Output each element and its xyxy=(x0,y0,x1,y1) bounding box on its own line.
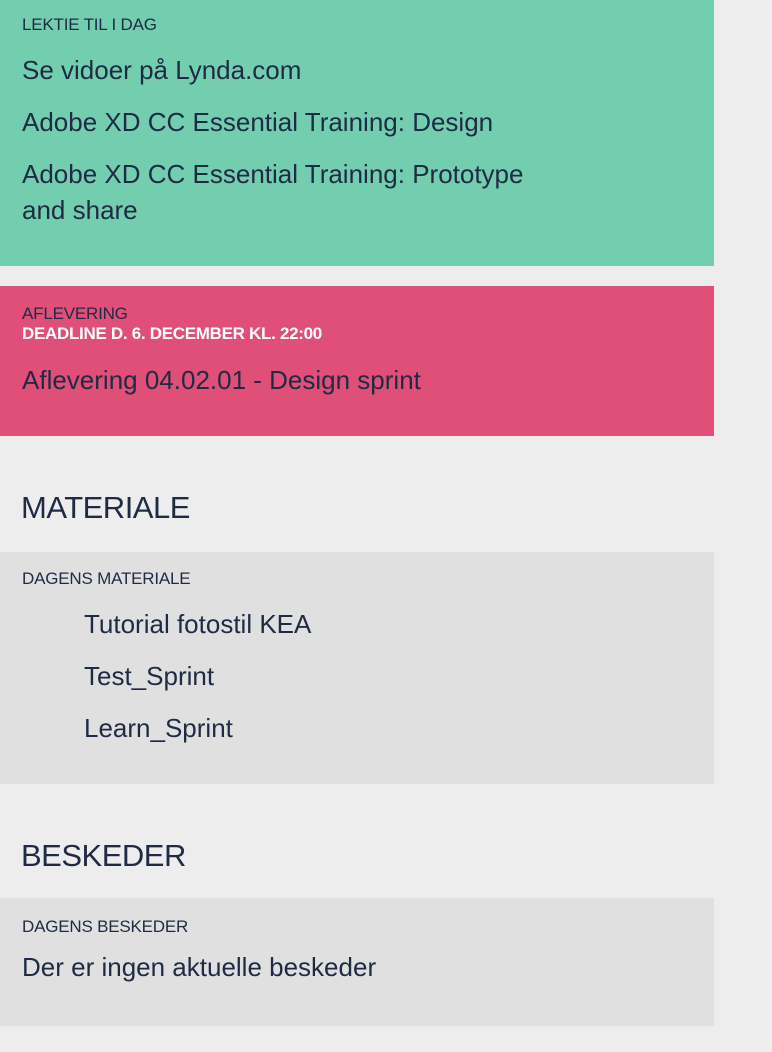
material-item-test-sprint[interactable]: Test_Sprint xyxy=(84,661,215,691)
homework-label: LEKTIE TIL I DAG xyxy=(22,15,157,34)
material-item-fotostil[interactable]: Tutorial fotostil KEA xyxy=(84,609,312,639)
material-item-learn-sprint[interactable]: Learn_Sprint xyxy=(84,713,233,743)
assignment-label: AFLEVERING xyxy=(22,304,128,323)
material-card: DAGENS MATERIALE Tutorial fotostil KEA T… xyxy=(0,552,714,784)
assignment-deadline: DEADLINE D. 6. DECEMBER KL. 22:00 xyxy=(22,324,322,343)
messages-empty-text: Der er ingen aktuelle beskeder xyxy=(22,952,377,982)
homework-item-lynda[interactable]: Se vidoer på Lynda.com xyxy=(22,55,302,85)
homework-item-xd-design[interactable]: Adobe XD CC Essential Training: Design xyxy=(22,107,494,137)
homework-card: LEKTIE TIL I DAG Se vidoer på Lynda.com … xyxy=(0,0,714,266)
material-heading: MATERIALE xyxy=(21,490,190,525)
messages-label: DAGENS BESKEDER xyxy=(22,917,189,936)
messages-card: DAGENS BESKEDER Der er ingen aktuelle be… xyxy=(0,898,714,1026)
messages-heading: BESKEDER xyxy=(21,838,186,873)
assignment-card: AFLEVERING DEADLINE D. 6. DECEMBER KL. 2… xyxy=(0,286,714,436)
homework-item-xd-prototype[interactable]: Adobe XD CC Essential Training: Prototyp… xyxy=(22,159,524,225)
material-label: DAGENS MATERIALE xyxy=(22,569,191,588)
assignment-link[interactable]: Aflevering 04.02.01 - Design sprint xyxy=(22,365,421,395)
